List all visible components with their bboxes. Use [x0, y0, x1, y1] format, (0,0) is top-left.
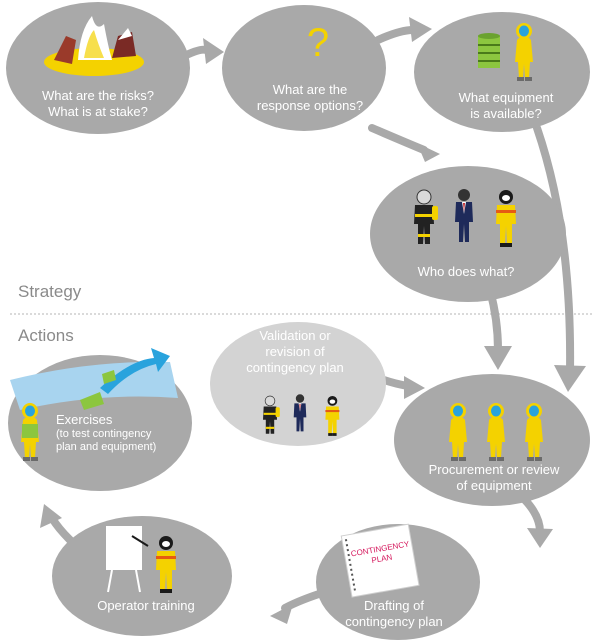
exercises-label-line-1: Exercises	[56, 412, 113, 427]
arrow-response-to-equipment	[374, 26, 417, 44]
trend-arrow-icon	[100, 348, 170, 394]
training-label: Operator training	[86, 598, 206, 614]
bubble-exercises	[8, 348, 192, 491]
drafting-label: Drafting of contingency plan	[334, 598, 454, 630]
booklet-icon: CONTINGENCY PLAN	[340, 523, 420, 598]
bubble-response: ?	[222, 5, 386, 131]
bubble-equipment	[414, 12, 590, 132]
section-strategy: Strategy	[18, 282, 82, 301]
drafting-label-line-2: contingency plan	[345, 614, 443, 629]
equipment-label: What equipment is available?	[446, 90, 566, 122]
boom-icon-1	[80, 392, 104, 410]
arrow-response-to-who	[368, 124, 428, 154]
validation-label-line-1: Validation or	[259, 328, 331, 343]
fire-icon	[44, 16, 144, 76]
bubble-validation	[210, 322, 386, 446]
water-area	[10, 361, 178, 410]
bubble-procurement	[394, 374, 590, 506]
validation-label-line-2: revision of	[265, 344, 325, 359]
validation-label-line-3: contingency plan	[246, 360, 344, 375]
procurement-label-line-1: Procurement or review	[428, 462, 560, 477]
equipment-label-line-1: What equipment	[458, 90, 554, 105]
validation-label: Validation or revision of contingency pl…	[240, 328, 350, 376]
arrow-procurement-to-drafting	[521, 496, 544, 536]
drafting-label-line-1: Drafting of	[364, 598, 424, 613]
barrel-icon	[478, 33, 500, 68]
boom-icon-2	[102, 370, 116, 384]
procurement-label-line-2: of equipment	[456, 478, 532, 493]
question-mark-icon: ?	[307, 21, 329, 65]
bubble-drafting: CONTINGENCY PLAN	[316, 523, 480, 640]
flipchart-icon	[106, 526, 149, 593]
arrow-heads	[40, 17, 586, 624]
exercises-note-line-1: (to test contingency	[56, 428, 152, 440]
response-label-line-1: What are the	[272, 82, 348, 97]
response-label-line-2: response options?	[256, 98, 364, 113]
bubble-risks	[6, 2, 190, 134]
exercises-note-line-2: plan and equipment)	[56, 441, 157, 453]
section-actions: Actions	[18, 326, 74, 345]
risks-label: What are the risks? What is at stake?	[38, 88, 158, 120]
who-label: Who does what?	[406, 264, 526, 280]
exercises-label: Exercises (to test contingency plan and …	[56, 412, 156, 454]
equipment-label-line-2: is available?	[470, 106, 542, 121]
procurement-label: Procurement or review of equipment	[426, 462, 562, 494]
training-label-line-1: Operator training	[97, 598, 195, 613]
response-label: What are the response options?	[250, 82, 370, 114]
booklet-title-line-2: PLAN	[371, 553, 393, 566]
who-label-line-1: Who does what?	[417, 264, 515, 279]
bubble-training	[52, 516, 232, 636]
risks-label-line-1: What are the risks?	[42, 88, 154, 103]
risks-label-line-2: What is at stake?	[48, 104, 148, 119]
bubble-who	[370, 166, 566, 302]
